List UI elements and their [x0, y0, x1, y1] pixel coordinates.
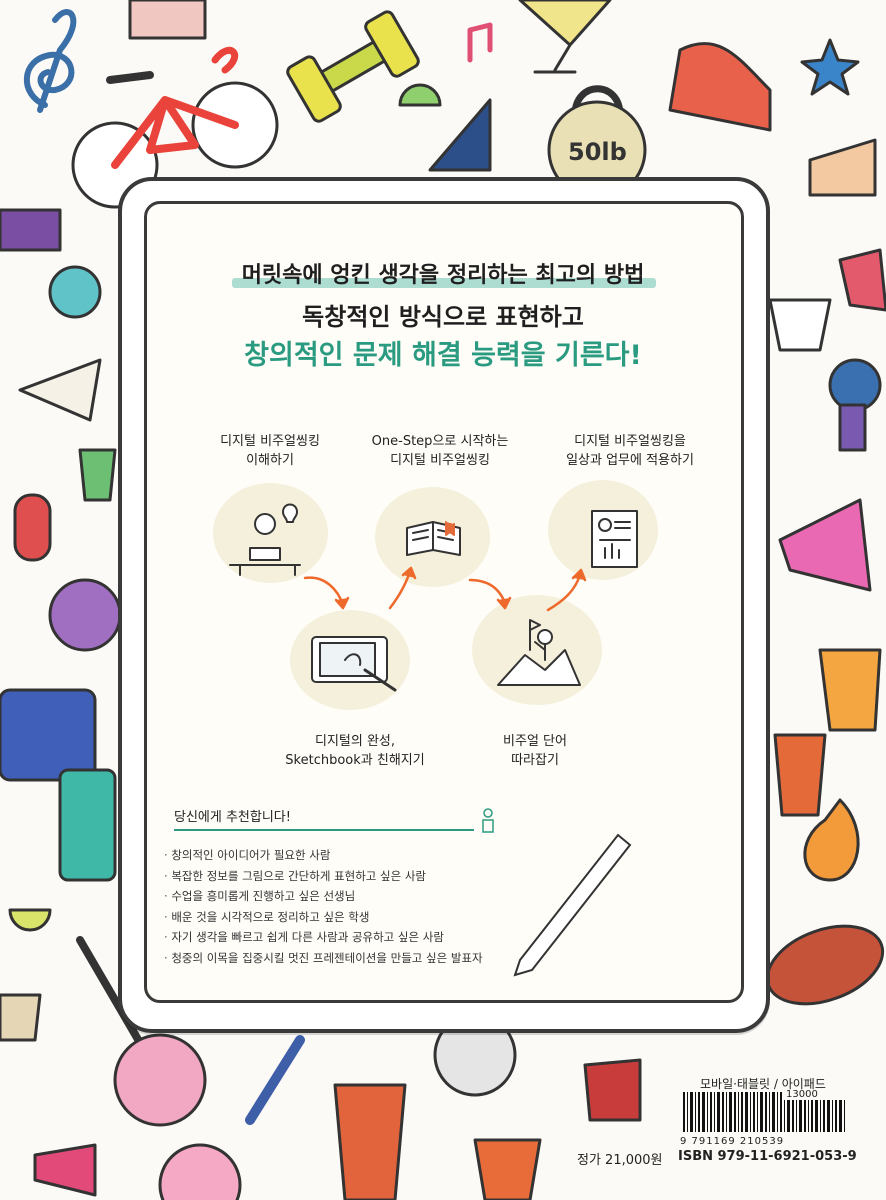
step-3-line1: One-Step으로 시작하는 [371, 434, 509, 449]
teacup-icon [768, 298, 832, 352]
step-1-line1: 디지털 비주얼씽킹 [220, 434, 320, 449]
drawing-tablet-icon [311, 636, 397, 692]
book-icon [406, 521, 461, 556]
recommend-item: 청중의 이목을 집중시킬 멋진 프레젠테이션을 만들고 싶은 발표자 [164, 948, 482, 969]
cupcake-icon [838, 248, 886, 312]
person-small-icon [482, 808, 494, 833]
step-label-4: 비주얼 단어 따라잡기 [460, 732, 610, 770]
headline-line1: 머릿속에 엉킨 생각을 정리하는 최고의 방법 [241, 263, 645, 288]
document-chart-icon [591, 510, 638, 568]
cup-bottom-icon [473, 1138, 542, 1200]
step-2-line2: Sketchbook과 친해지기 [285, 753, 425, 768]
headline-line3: 창의적인 문제 해결 능력을 기른다! [244, 340, 642, 371]
price-label: 정가 21,000원 [577, 1153, 663, 1168]
step-4-line2: 따라잡기 [511, 753, 559, 768]
popsicle-icon [13, 493, 52, 562]
megaphone-icon [778, 498, 872, 592]
shuttlecock-icon [18, 358, 102, 422]
drink-icon [818, 648, 882, 732]
arrowhead-2-3 [401, 566, 417, 580]
recommend-item: 자기 생각을 빠르고 쉽게 다른 사람과 공유하고 싶은 사람 [164, 927, 483, 948]
mountain-flag-icon [497, 619, 581, 686]
step-4-line1: 비주얼 단어 [503, 734, 567, 749]
person-desk-icon [229, 503, 301, 576]
recommend-divider [174, 829, 474, 831]
recommend-item: 창의적인 아이디어가 필요한 사람 [164, 845, 483, 866]
device-category: 모바일·태블릿 / 아이패드 [700, 1077, 826, 1091]
guitar-icon [76, 936, 207, 1127]
recommend-item: 배운 것을 시각적으로 정리하고 싶은 학생 [164, 907, 483, 928]
cocktail-icon [518, 0, 612, 74]
recommend-list: 창의적인 아이디어가 필요한 사람 복잡한 정보를 그림으로 간단하게 표현하고… [164, 845, 483, 969]
arrow-step-3-4 [468, 578, 507, 605]
headline-line2: 독창적인 방식으로 표현하고 [302, 303, 584, 331]
cupcake-left-icon [78, 448, 117, 502]
isbn-label: ISBN 979-11-6921-053-9 [678, 1149, 857, 1164]
barcode-digits: 9 791169 210539 [680, 1136, 785, 1147]
lemon-icon [398, 83, 442, 107]
arrowhead-3-4 [496, 596, 512, 610]
step-label-1: 디지털 비주얼씽킹 이해하기 [190, 432, 350, 470]
step-5-line1: 디지털 비주얼씽킹을 [574, 434, 686, 449]
microphone-icon [828, 358, 882, 452]
boombox-icon [0, 688, 97, 782]
pear-icon [803, 798, 860, 882]
piano-icon [0, 208, 62, 252]
recommend-item: 수업을 흥미롭게 진행하고 싶은 선생님 [164, 886, 483, 907]
recommend-item: 복잡한 정보를 그림으로 간단하게 표현하고 싶은 사람 [164, 866, 483, 887]
megaphone-left-icon [33, 1143, 97, 1197]
ball-icon [48, 265, 102, 319]
coffee-cup-icon [773, 733, 827, 817]
cake-icon [128, 0, 207, 40]
step-label-5: 디지털 비주얼씽킹을 일상과 업무에 적용하기 [545, 432, 715, 470]
sneaker-icon [668, 42, 772, 132]
barcode-icon [683, 1092, 845, 1132]
step-label-3: One-Step으로 시작하는 디지털 비주얼씽킹 [355, 432, 525, 470]
arrow-step-4-5 [546, 573, 582, 612]
lemon-slice-icon [8, 908, 52, 932]
treble-clef-icon [23, 9, 77, 113]
step-1-line2: 이해하기 [246, 453, 294, 468]
brush-icon [245, 1035, 305, 1125]
arrowhead-1-2 [334, 596, 350, 610]
step-2-line1: 디지털의 완성, [314, 734, 396, 749]
svg-text:50lb: 50lb [568, 138, 627, 166]
bottle-icon [583, 1058, 642, 1122]
step-3-line2: 디지털 비주얼씽킹 [390, 453, 490, 468]
step-blob-4 [472, 595, 602, 705]
price-code: 13000 [786, 1089, 818, 1100]
cake-slice-icon [808, 138, 877, 197]
dumbbell-icon [286, 10, 420, 123]
phone-icon [58, 768, 117, 882]
kettlebell-icon: 50lb [547, 85, 647, 200]
arrow-step-2-3 [388, 570, 412, 610]
party-hat-icon [428, 98, 492, 172]
donut-icon [158, 1143, 242, 1200]
teacup-left-icon [0, 993, 42, 1042]
pencil-icon [513, 833, 632, 977]
espresso-maker-icon [333, 1083, 407, 1200]
recommend-title: 당신에게 추천합니다! [174, 810, 291, 825]
step-label-2: 디지털의 완성, Sketchbook과 친해지기 [270, 732, 440, 770]
arrowhead-4-5 [571, 568, 587, 582]
star-icon [800, 38, 860, 96]
step-5-line2: 일상과 업무에 적용하기 [566, 453, 694, 468]
bicycle-icon [71, 46, 279, 209]
headline-highlight [232, 278, 656, 288]
music-note-icon [467, 22, 493, 63]
